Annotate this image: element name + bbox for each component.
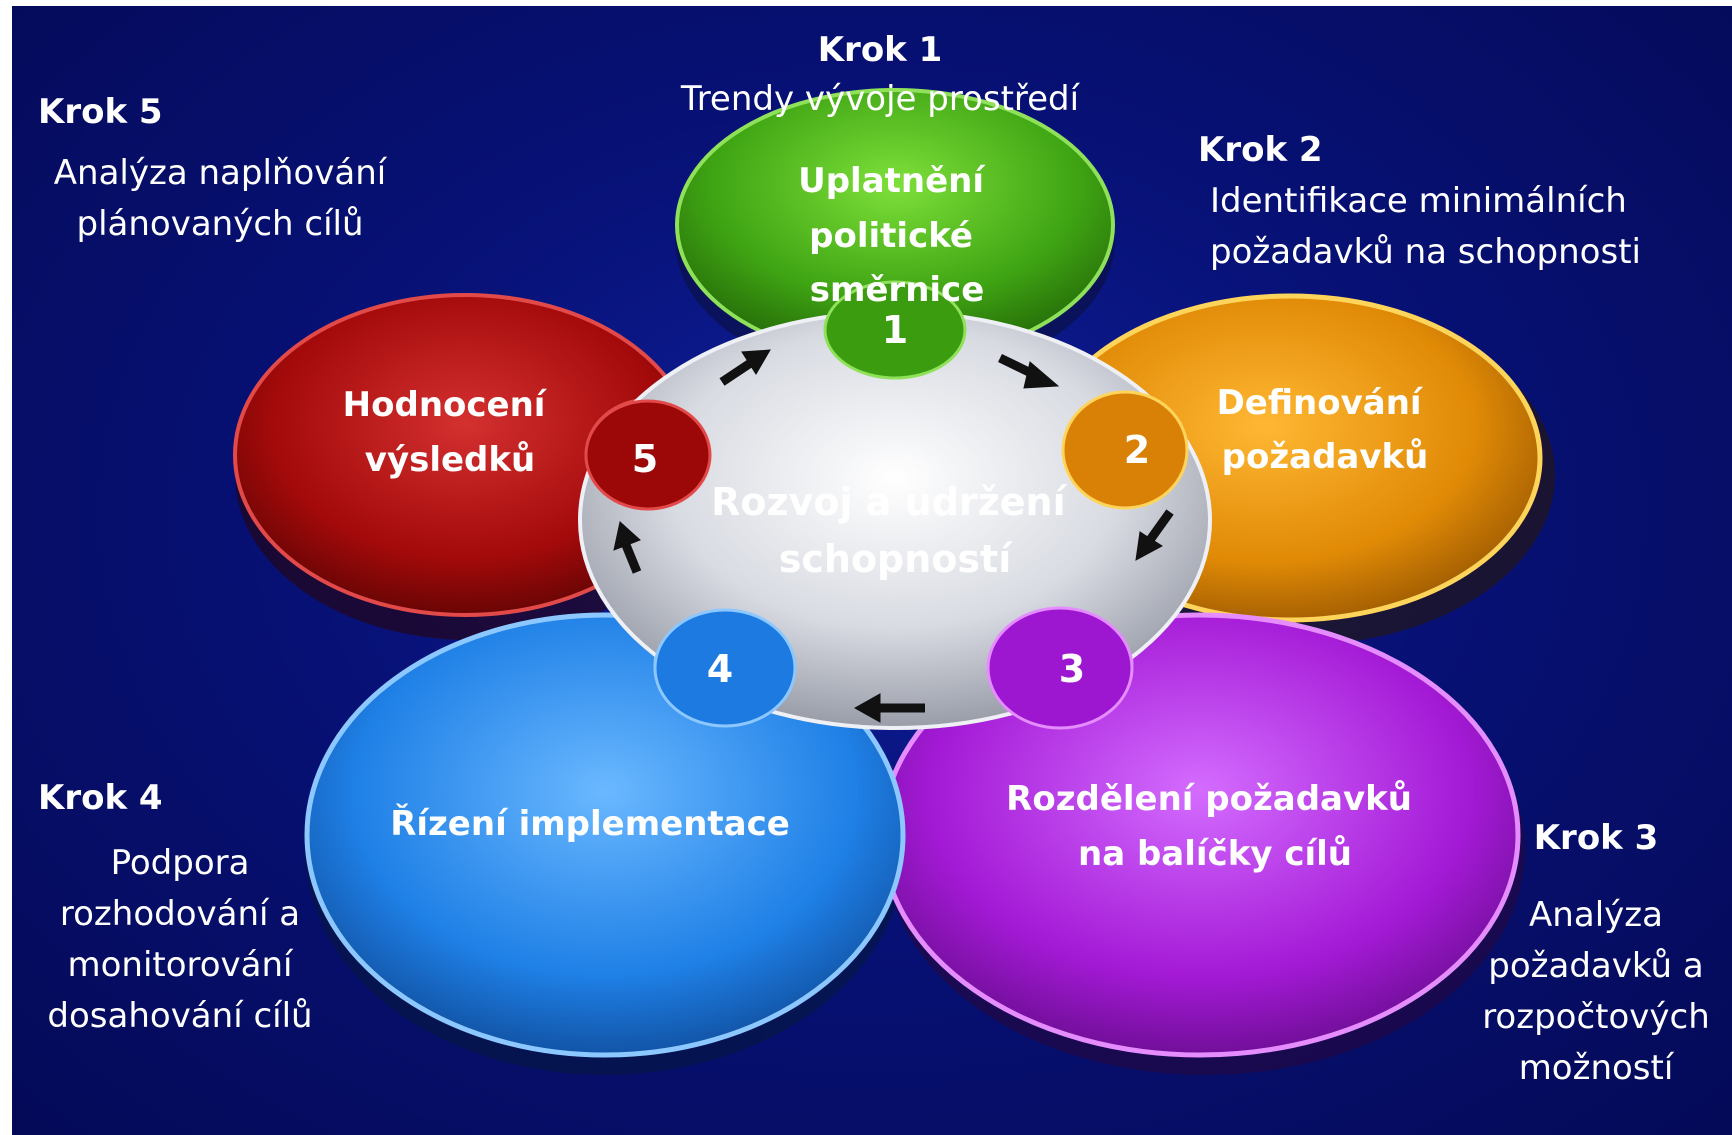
step-5-desc: Analýza naplňování plánovaných cílů	[30, 148, 410, 250]
center-hub	[578, 280, 1212, 730]
petal-5-number: 5	[632, 437, 658, 481]
center-label: Rozvoj a udržení schopností	[711, 480, 1079, 581]
petal-1-line-3: směrnice	[810, 270, 985, 310]
petal-5-label: Hodnocení výsledků	[343, 385, 558, 480]
petal-3-label: Rozdělení požadavků na balíčky cílů	[1006, 779, 1424, 874]
step-5-desc-line-2: plánovaných cílů	[76, 204, 364, 244]
petal-1-number: 1	[882, 308, 908, 352]
step-3-desc-line-1: Analýza	[1529, 895, 1663, 935]
petal-1-label: Uplatnění politické směrnice	[798, 161, 996, 310]
petal-2-line-2: požadavků	[1222, 437, 1429, 477]
step-3-desc-line-4: možností	[1518, 1048, 1674, 1088]
step-4-desc: Podpora rozhodování a monitorování dosah…	[30, 838, 330, 1042]
step-1-desc-line-1: Trendy vývoje prostředí	[680, 79, 1080, 119]
step-5-desc-line-1: Analýza naplňování	[53, 153, 387, 193]
step-3-desc: Analýza požadavků a rozpočtových možnost…	[1470, 890, 1722, 1094]
petal-3-line-2: na balíčky cílů	[1078, 834, 1352, 874]
petal-2-label: Definování požadavků	[1217, 383, 1434, 477]
step-4-desc-line-2: rozhodování a	[59, 894, 301, 934]
arrow-3-to-4	[853, 693, 925, 723]
petal-4-line-1: Řízení implementace	[390, 803, 790, 844]
step-4: Krok 4	[38, 778, 338, 818]
step-3-desc-line-2: požadavků a	[1488, 946, 1704, 986]
petal-4-label: Řízení implementace	[390, 803, 790, 844]
petal-3-line-1: Rozdělení požadavků	[1006, 779, 1412, 819]
petal-2-line-1: Definování	[1217, 383, 1424, 423]
step-5: Krok 5	[38, 92, 438, 132]
arrow-1-to-2	[998, 353, 1060, 389]
petal-1-line-2: politické	[809, 216, 973, 256]
petal-2-number: 2	[1124, 428, 1150, 472]
arrow-2-to-3	[1135, 509, 1174, 561]
step-1: Krok 1 Trendy vývoje prostředí	[560, 30, 1200, 125]
arrow-4-to-5	[613, 521, 642, 574]
arrow-5-to-1	[719, 349, 771, 386]
step-4-desc-line-1: Podpora	[110, 843, 250, 883]
petal-4-number: 4	[707, 647, 733, 691]
step-3-title: Krok 3	[1533, 818, 1659, 858]
step-3: Krok 3	[1470, 818, 1722, 858]
step-2-title: Krok 2	[1198, 130, 1323, 170]
step-2: Krok 2 Identifikace minimálních požadavk…	[1198, 130, 1698, 278]
step-2-desc-line-2: požadavků na schopnosti	[1210, 232, 1641, 272]
step-3-desc-line-3: rozpočtových	[1482, 997, 1710, 1037]
step-4-title: Krok 4	[38, 778, 163, 818]
petal-1-line-1: Uplatnění	[798, 161, 986, 201]
step-4-desc-line-4: dosahování cílů	[47, 996, 313, 1036]
step-5-title: Krok 5	[38, 92, 163, 132]
step-1-title: Krok 1	[817, 30, 943, 70]
center-line-2: schopností	[779, 537, 1013, 581]
petal-5-line-1: Hodnocení	[343, 385, 548, 425]
petal-5-line-2: výsledků	[365, 440, 535, 480]
petal-3-number: 3	[1059, 647, 1085, 691]
step-2-desc-line-1: Identifikace minimálních	[1210, 181, 1627, 221]
cycle-arrows	[613, 349, 1174, 723]
center-line-1: Rozvoj a udržení	[711, 480, 1067, 524]
step-4-desc-line-3: monitorování	[67, 945, 293, 985]
